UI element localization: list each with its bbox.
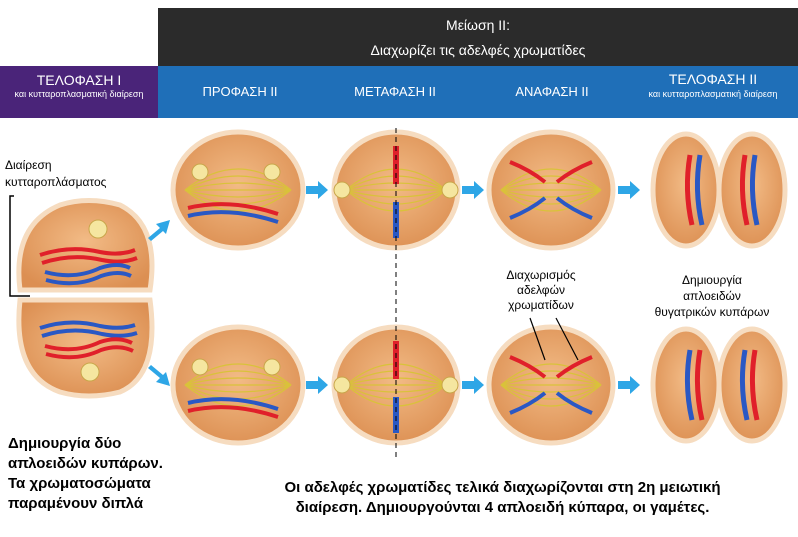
centrosome [192,164,208,180]
caption-bottom-line2: διαίρεση. Δημιουργούνται 4 απλοειδή κύπα… [210,498,795,517]
caption-left-line1: Δημιουργία δύο [8,434,121,453]
centrosome [442,182,458,198]
label-sep-line3: χρωματίδων [493,298,589,312]
arrow-icon [148,365,170,386]
caption-left-line2: απλοειδών κυπάρων. [8,454,163,473]
label-cytokinesis-line2: κυτταροπλάσματος [5,175,106,189]
centrosome [264,359,280,375]
centrosome [334,377,350,393]
meiosis-2-cells [148,132,785,443]
centrosome [334,182,350,198]
centrosome [442,377,458,393]
arrow-icon [306,181,328,199]
arrow-icon [462,181,484,199]
telophase-1-cells [10,196,152,396]
arrow-icon [306,376,328,394]
arrow-icon [618,181,640,199]
centrosome [192,359,208,375]
label-daughter-line3: θυγατρικών κυπάρων [630,305,794,319]
centrosome [264,164,280,180]
caption-bottom-line1: Οι αδελφές χρωματίδες τελικά διαχωρίζοντ… [210,478,795,497]
label-daughter-line2: απλοειδών [630,289,794,303]
arrow-icon [618,376,640,394]
label-sep-line1: Διαχωρισμός [493,268,589,282]
caption-left-line4: παραμένουν διπλά [8,494,143,513]
label-daughter-line1: Δημιουργία [630,273,794,287]
arrow-icon [462,376,484,394]
caption-left-line3: Τα χρωματοσώματα [8,474,151,493]
label-cytokinesis-line1: Διαίρεση [5,158,52,172]
label-sep-line2: αδελφών [493,283,589,297]
arrow-icon [148,220,170,241]
